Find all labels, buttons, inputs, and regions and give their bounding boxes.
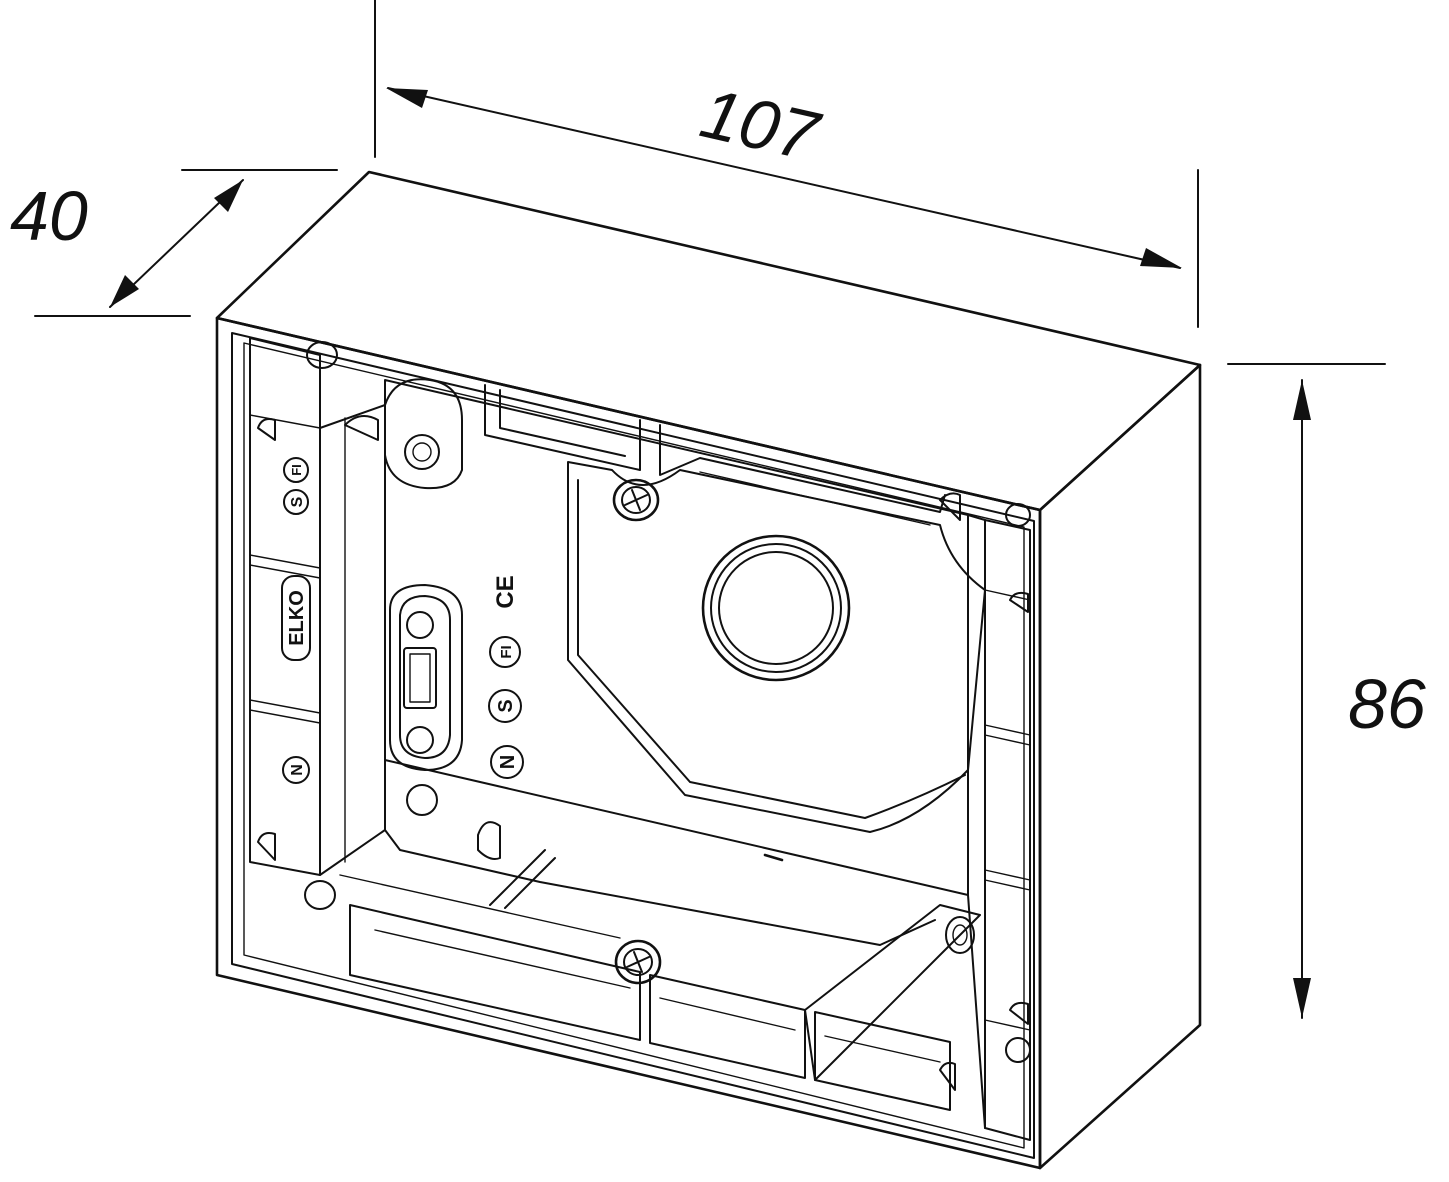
dimension-width-label: 107 (694, 74, 828, 177)
dimension-depth: 40 (10, 169, 338, 317)
marking-fi-circle (283, 457, 309, 483)
arrowhead-right (1140, 248, 1182, 268)
marking-s-back: S (495, 699, 517, 712)
screw-top (612, 478, 660, 522)
bottom-wall-center (649, 974, 806, 1079)
bottom-wall-right (814, 1011, 951, 1111)
marking-n-left: N (289, 764, 306, 776)
corner-hole-top-right (1005, 503, 1031, 527)
left-wall-markings: FI S ELKO N (281, 457, 311, 784)
knockout-plate (567, 461, 986, 833)
left-inner-wall (319, 404, 386, 876)
dimension-line-width (387, 87, 1181, 269)
box-outer-shell (215, 170, 1202, 1170)
arrowhead-bottom (1293, 978, 1311, 1018)
marking-n-circle-back (490, 745, 524, 779)
box-right-face (1038, 363, 1202, 1170)
arrowhead-left (386, 88, 428, 108)
dimension-depth-label: 40 (10, 177, 88, 255)
dimension-height-label: 86 (1348, 665, 1426, 743)
brand-logo-elko: ELKO (286, 590, 308, 646)
rim-inner-border-2 (243, 342, 1025, 1149)
arrowhead-top (214, 180, 243, 212)
corner-hole-bottom-right (1005, 1037, 1031, 1063)
marking-fi-left: FI (289, 464, 304, 476)
screw-bottom (614, 939, 662, 985)
marking-s-circle-back (488, 689, 522, 723)
bottom-corner-bevel (804, 904, 981, 1081)
snap-tabs (257, 415, 1029, 1091)
small-mark (763, 853, 784, 862)
screw-right-bottom (945, 916, 975, 954)
marking-n-circle (282, 756, 310, 784)
arrowhead-bottom (110, 275, 139, 307)
bottom-wall (349, 904, 981, 1111)
marking-ce: CE (492, 575, 519, 608)
mounting-boss-top-left (384, 378, 463, 490)
back-wall-markings: CE FI S N (488, 575, 524, 779)
corner-hole-top-left (306, 341, 338, 369)
right-wall (967, 514, 1031, 1141)
marking-fi-back: FI (498, 645, 515, 658)
dimension-height: 86 (1227, 363, 1426, 1019)
right-wall-strip (984, 519, 1031, 1141)
marking-s-left: S (289, 496, 306, 507)
corner-hole-bottom-left (304, 880, 336, 910)
box-interior (249, 337, 1031, 1141)
marking-fi-circle-back (489, 636, 521, 668)
top-wall (484, 384, 946, 526)
box-front-rim (215, 316, 1042, 1170)
rim-inner-border (231, 332, 1035, 1159)
dimension-width: 107 (374, 0, 1199, 328)
marking-n-back: N (497, 755, 519, 769)
cable-entry-knockout (701, 534, 851, 682)
marking-s-circle (283, 489, 309, 515)
base-rail (339, 829, 936, 946)
knockout-plate-outline (567, 461, 986, 833)
arrowhead-top (1293, 380, 1311, 420)
mounting-slot (389, 584, 463, 771)
bottom-wall-left (349, 904, 641, 1041)
screw-hole-lower (406, 784, 438, 816)
back-wall (384, 379, 969, 896)
